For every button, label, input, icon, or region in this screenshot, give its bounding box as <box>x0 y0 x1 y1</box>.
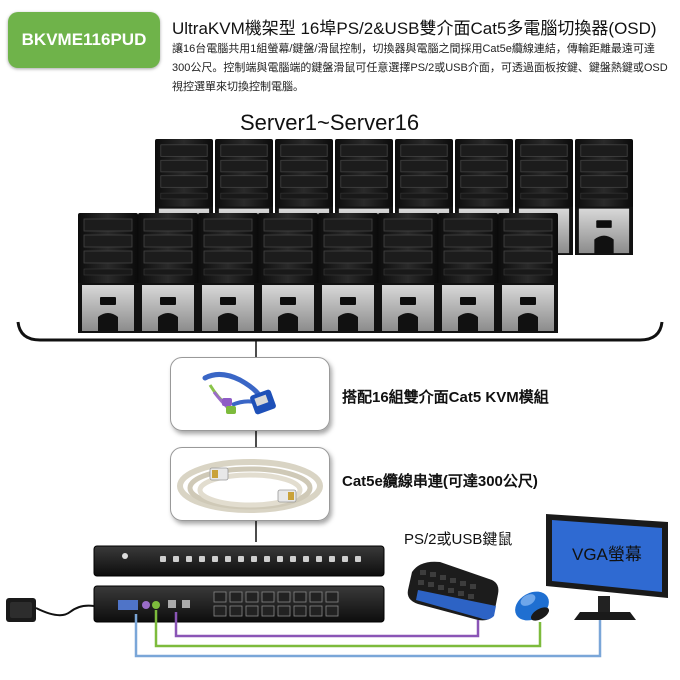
product-title: UltraKVM機架型 16埠PS/2&USB雙介面Cat5多電腦切換器(OSD… <box>172 19 657 38</box>
cat5e-cable-illustration <box>177 459 323 513</box>
mouse-icon <box>515 591 550 621</box>
monitor-label: VGA螢幕 <box>572 545 642 564</box>
cable-box <box>170 447 330 521</box>
kvm-module-label: 搭配16組雙介面Cat5 KVM模組 <box>342 389 549 406</box>
green-connection-line <box>154 610 542 648</box>
server-front-row <box>78 212 558 334</box>
kvm-switch-front <box>93 545 385 577</box>
model-badge: BKVME116PUD <box>8 12 160 68</box>
monitor-icon <box>546 514 668 620</box>
kvm-module-box <box>170 357 330 431</box>
product-description: 讓16台電腦共用1組螢幕/鍵盤/滑鼠控制，切換器與電腦之間採用Cat5e纜線連結… <box>172 43 668 93</box>
server-bracket <box>16 321 664 342</box>
servers-label: Server1~Server16 <box>240 110 420 135</box>
cable-label: Cat5e纜線串連(可達300公尺) <box>342 473 538 490</box>
kvm-module-illustration <box>202 372 276 415</box>
blue-connection-line <box>134 614 602 658</box>
peripherals-label: PS/2或USB鍵鼠 <box>404 531 513 548</box>
kvm-switch-back <box>93 585 385 623</box>
purple-connection-line <box>174 612 480 638</box>
power-adapter-icon <box>6 598 95 622</box>
keyboard-icon <box>407 561 499 621</box>
